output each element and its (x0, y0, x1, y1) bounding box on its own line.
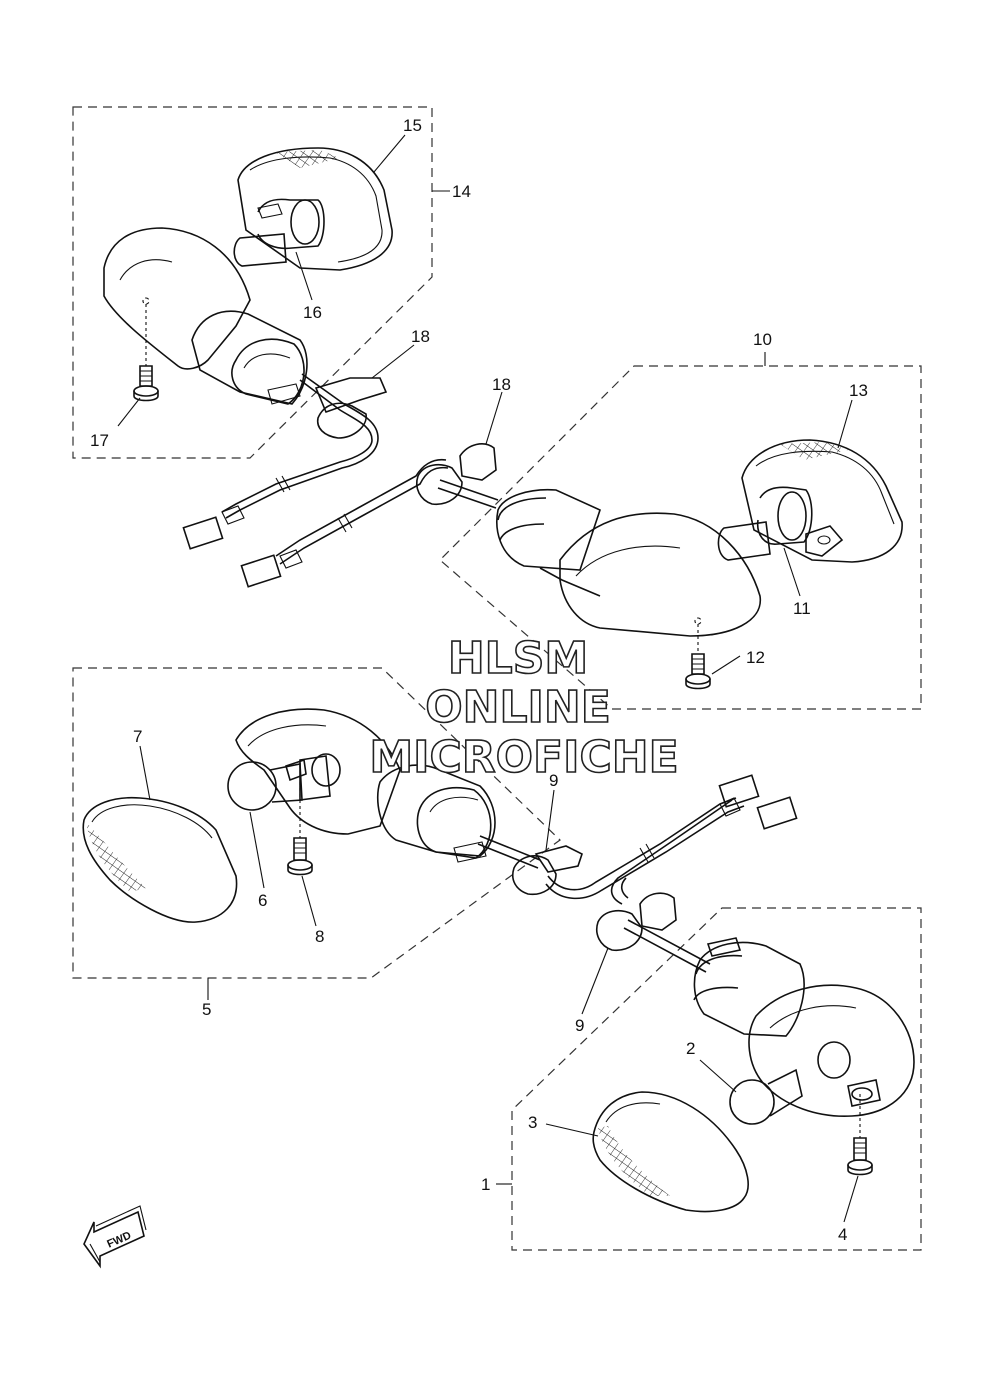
callout-14: 14 (452, 182, 471, 201)
assembly-box-1 (511, 907, 922, 1251)
callout-5: 5 (202, 1000, 211, 1019)
callout-12: 13 (849, 381, 868, 400)
leader-lines (117, 134, 859, 1223)
callout-18-right: 18 (492, 375, 511, 394)
assembly-box-5 (72, 667, 561, 979)
callout-17: 17 (90, 431, 109, 450)
watermark-line-1: HLSM (448, 633, 588, 684)
flasher-light-front-left (82, 708, 798, 923)
callout-15: 16 (303, 303, 322, 322)
callout-9-upper: 9 (549, 771, 558, 790)
assembly-box-10 (439, 365, 922, 710)
callout-3: 3 (528, 1113, 537, 1132)
flasher-light-rear-right (240, 439, 903, 690)
callout-2: 2 (686, 1039, 695, 1058)
watermark: HLSM ONLINE MICROFICHE (369, 632, 680, 784)
assembly-box-14 (72, 106, 433, 459)
callout-7: 7 (133, 727, 142, 746)
flasher-light-rear-left (103, 147, 393, 550)
watermark-line-3: MICROFICHE (369, 732, 678, 783)
callout-6: 6 (258, 891, 267, 910)
callout-18-left: 18 (411, 327, 430, 346)
callout-1: 1 (481, 1175, 490, 1194)
watermark-line-2: ONLINE (425, 682, 611, 733)
callout-10: 10 (753, 330, 772, 349)
callout-labels: 15 14 16 17 18 18 10 13 11 12 7 9 6 8 5 … (90, 116, 868, 1244)
callout-11: 11 (793, 599, 811, 618)
callout-16: 15 (403, 116, 422, 135)
callout-4: 4 (838, 1225, 847, 1244)
callout-8: 8 (315, 927, 324, 946)
flasher-light-front-right (592, 799, 915, 1213)
callout-13: 12 (746, 648, 765, 667)
callout-9-lower: 9 (575, 1016, 584, 1035)
forward-direction-arrow: FWD (83, 1205, 147, 1269)
